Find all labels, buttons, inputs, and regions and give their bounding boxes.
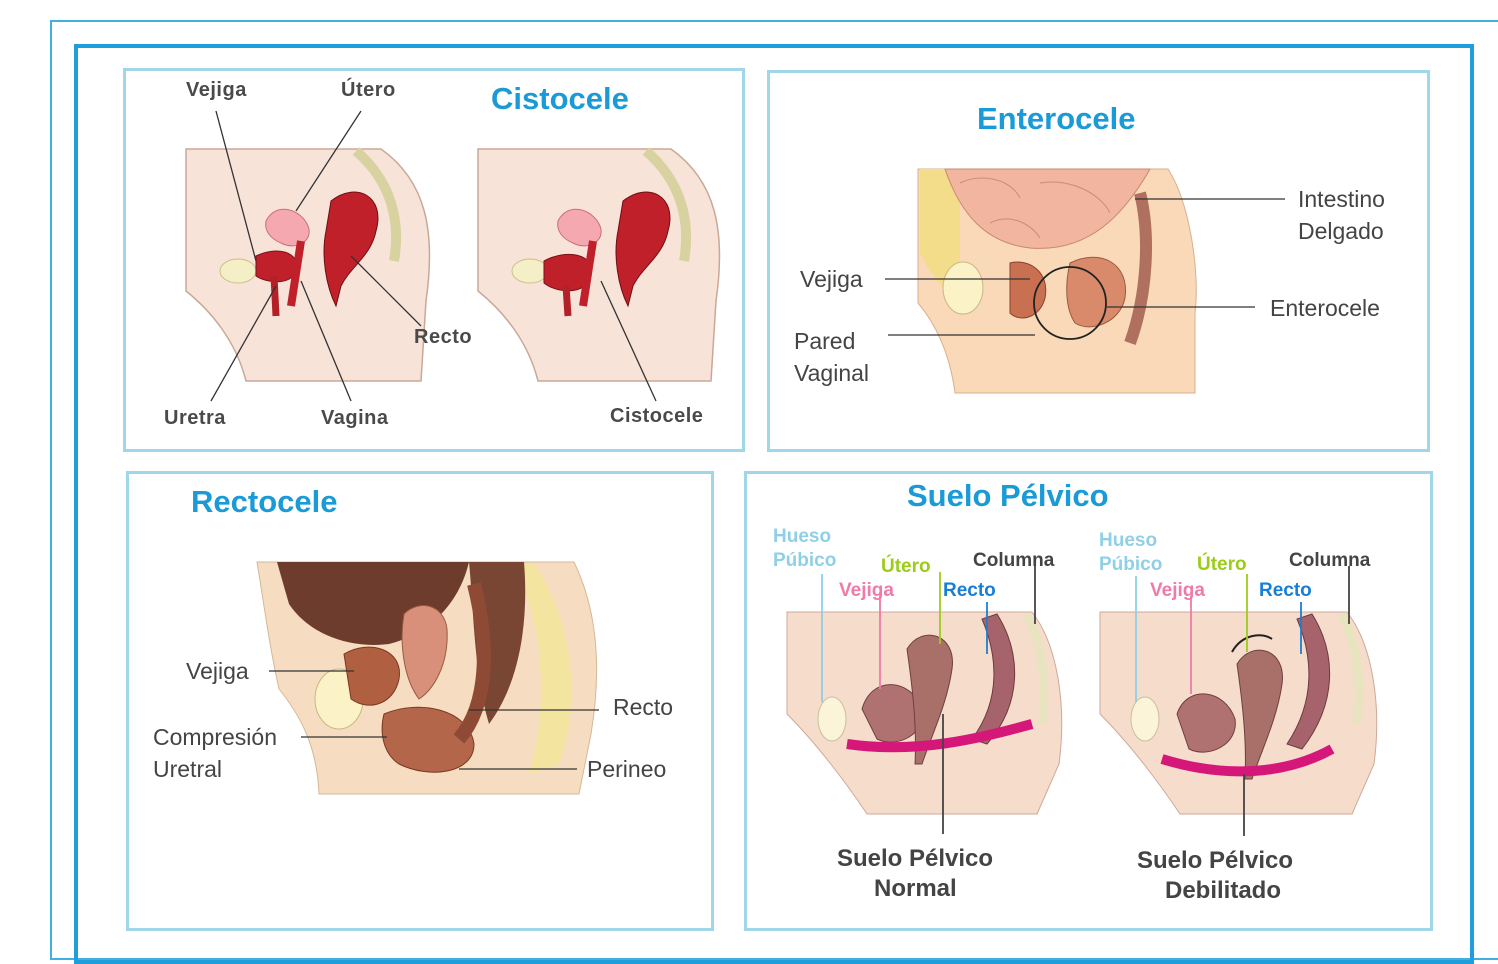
suelo-left-recto: Recto	[943, 580, 996, 602]
panel-cistocele: Cistocele Vejiga Útero Recto Uretra Vagi…	[123, 68, 745, 452]
suelo-left-hueso: Hueso	[773, 526, 831, 548]
suelo-right-utero: Útero	[1197, 554, 1247, 576]
suelo-right-columna: Columna	[1289, 550, 1370, 572]
suelo-weak-figure	[1100, 612, 1377, 814]
cistocele-normal-figure	[186, 149, 430, 381]
suelo-left-columna: Columna	[973, 550, 1054, 572]
cistocele-label-cistocele: Cistocele	[610, 405, 703, 428]
cistocele-prolapse-figure	[478, 149, 720, 381]
rectocele-label-compresion: Compresión	[153, 721, 277, 753]
enterocele-label-pared: Pared	[794, 325, 855, 357]
cistocele-label-recto: Recto	[414, 326, 472, 349]
suelo-right-recto: Recto	[1259, 580, 1312, 602]
suelo-right-caption-2: Debilitado	[1165, 876, 1281, 906]
cistocele-label-utero: Útero	[341, 79, 396, 102]
panel-rectocele: Rectocele Vejiga Recto Compresión Uretra…	[126, 471, 714, 931]
rectocele-label-vejiga: Vejiga	[186, 655, 249, 687]
suelo-left-utero: Útero	[881, 556, 931, 578]
cistocele-title: Cistocele	[491, 81, 629, 117]
suelo-right-hueso: Hueso	[1099, 530, 1157, 552]
suelo-normal-figure	[787, 612, 1062, 814]
rectocele-title: Rectocele	[191, 484, 337, 520]
rectocele-label-recto: Recto	[613, 691, 673, 723]
suelo-right-vejiga: Vejiga	[1150, 580, 1205, 602]
panel-enterocele: Enterocele Intestino Delgado Vejiga Ente…	[767, 70, 1430, 452]
enterocele-label-intestino: Intestino	[1298, 183, 1385, 215]
enterocele-label-vaginal: Vaginal	[794, 357, 869, 389]
enterocele-label-vejiga: Vejiga	[800, 263, 863, 295]
cistocele-label-uretra: Uretra	[164, 407, 226, 430]
cistocele-illustration	[126, 71, 742, 449]
cistocele-label-vejiga: Vejiga	[186, 79, 247, 102]
suelo-right-caption-1: Suelo Pélvico	[1137, 846, 1293, 876]
suelo-left-pubico: Púbico	[773, 550, 836, 572]
cistocele-label-vagina: Vagina	[321, 407, 388, 430]
rectocele-label-perineo: Perineo	[587, 753, 666, 785]
suelo-left-caption-1: Suelo Pélvico	[837, 844, 993, 874]
rectocele-label-uretral: Uretral	[153, 753, 222, 785]
suelo-title: Suelo Pélvico	[907, 478, 1109, 514]
enterocele-label-enterocele: Enterocele	[1270, 292, 1380, 324]
suelo-left-caption-2: Normal	[874, 874, 957, 904]
enterocele-label-delgado: Delgado	[1298, 215, 1384, 247]
panel-suelo-pelvico: Suelo Pélvico Hueso Púbico Útero Columna…	[744, 471, 1433, 931]
suelo-left-vejiga: Vejiga	[839, 580, 894, 602]
enterocele-title: Enterocele	[977, 101, 1136, 137]
suelo-right-pubico: Púbico	[1099, 554, 1162, 576]
